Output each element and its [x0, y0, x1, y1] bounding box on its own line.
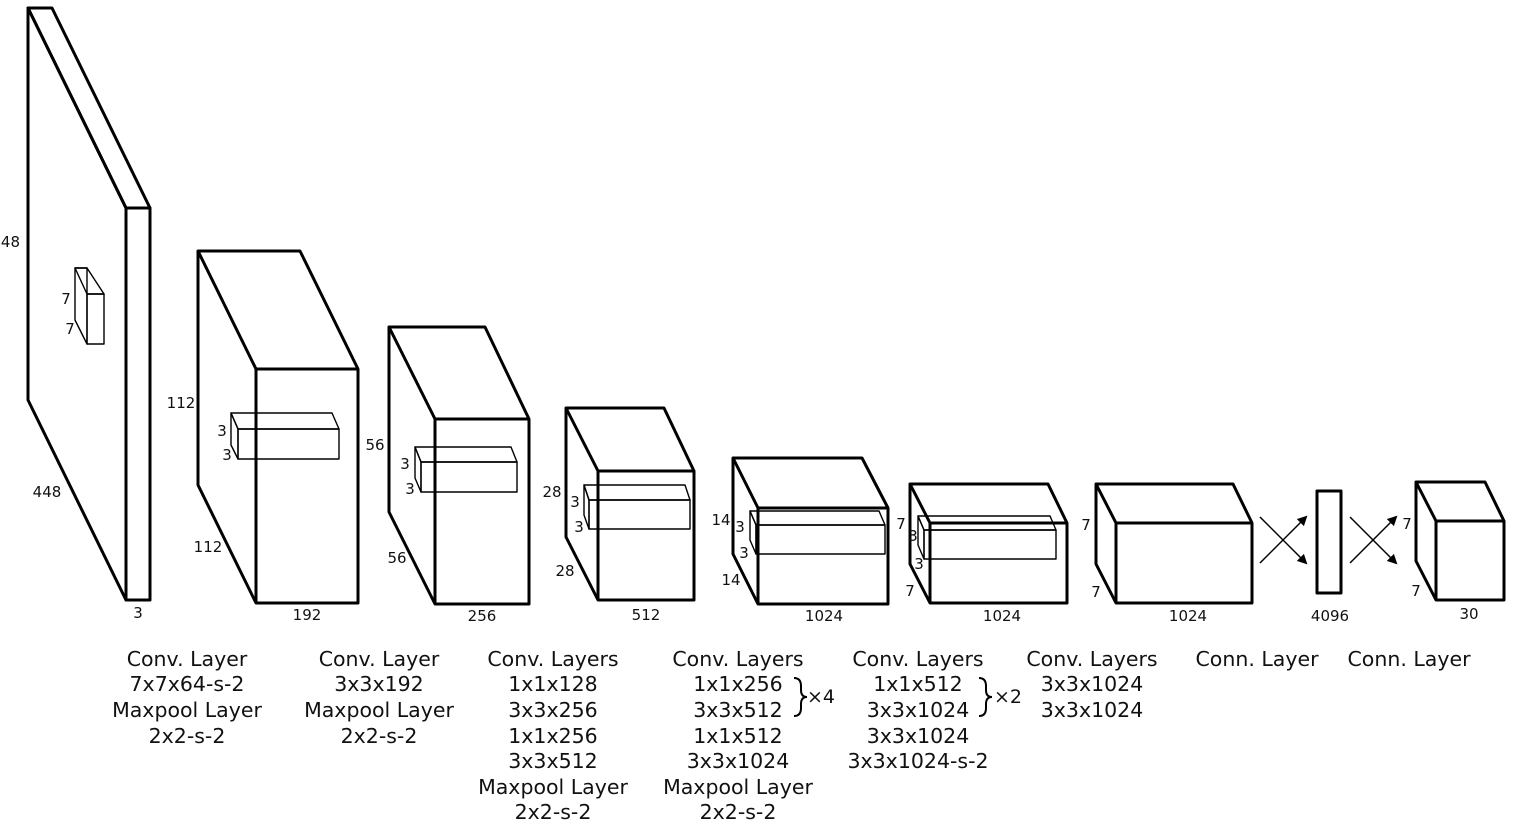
- stage-5-block: [731, 456, 890, 606]
- stage-8-caption: Conn. Layer: [1347, 647, 1471, 671]
- stage-7-block: [1094, 482, 1254, 605]
- stage-3-caption-line: 1x1x256: [508, 724, 597, 748]
- stage-7-caption: Conn. Layer: [1195, 647, 1319, 671]
- stage-1-height-label: 448: [0, 233, 20, 251]
- stage-4-caption-line: Conv. Layers: [672, 647, 803, 671]
- stage-3-depth-label: 256: [468, 607, 497, 625]
- stage-4-caption-line: 3x3x1024: [687, 749, 790, 773]
- stage-1-caption: Conv. Layer 7x7x64-s-2 Maxpool Layer 2x2…: [112, 647, 262, 748]
- stage-1-kernel-h-label: 7: [61, 290, 71, 308]
- stage-3-caption-line: 1x1x128: [508, 672, 597, 696]
- stage-3-height-label: 56: [365, 436, 384, 454]
- stage-2-width-label: 112: [194, 538, 223, 556]
- stage-2-caption-line: Conv. Layer: [319, 647, 440, 671]
- stage-1-input-block: [26, 6, 152, 602]
- stage-6-caption-line: 3x3x1024: [1041, 698, 1144, 722]
- stage-8-caption-line: Conn. Layer: [1347, 647, 1471, 671]
- stage-3-kernel-h-label: 3: [400, 455, 410, 473]
- stage-1-caption-line: Maxpool Layer: [112, 698, 262, 722]
- connection-arrows-2: [1349, 515, 1398, 565]
- stage-3-caption-line: Conv. Layers: [487, 647, 618, 671]
- stage-2-kernel-h-label: 3: [217, 422, 227, 440]
- stage-1-caption-line: Conv. Layer: [127, 647, 248, 671]
- stage-9-output-block: [1414, 480, 1506, 602]
- stage-4-caption-line: Maxpool Layer: [663, 775, 813, 799]
- stage-5-caption-line: 3x3x1024: [867, 698, 970, 722]
- stage-1-caption-line: 7x7x64-s-2: [130, 672, 245, 696]
- stage-1-width-label: 448: [33, 483, 62, 501]
- stage-4-depth-label: 512: [632, 606, 661, 624]
- repeat-brace: [978, 677, 993, 717]
- stage-2-caption-line: Maxpool Layer: [304, 698, 454, 722]
- stage-6-depth-label: 1024: [983, 607, 1021, 625]
- stage-6-width-label: 7: [905, 582, 915, 600]
- stage-4-kernel-h-label: 3: [570, 493, 580, 511]
- stage-3-caption-line: 3x3x256: [508, 698, 597, 722]
- stage-3-kernel-w-label: 3: [405, 480, 415, 498]
- stage-5-depth-label: 1024: [805, 607, 843, 625]
- repeat-multiplier: ×2: [994, 686, 1022, 708]
- stage-7-depth-label: 1024: [1169, 607, 1207, 625]
- stage-6-caption: Conv. Layers 3x3x1024 3x3x1024: [1026, 647, 1157, 722]
- stage-3-block: [387, 325, 531, 606]
- stage-2-kernel: [230, 412, 340, 460]
- stage-5-caption-line: 3x3x1024-s-2: [847, 749, 988, 773]
- stage-7-caption-line: Conn. Layer: [1195, 647, 1319, 671]
- stage-9-width-label: 7: [1411, 582, 1421, 600]
- stage-3-caption-line: 3x3x512: [508, 749, 597, 773]
- repeat-brace: [793, 677, 808, 717]
- stage-6-caption-line: Conv. Layers: [1026, 647, 1157, 671]
- stage-8-size-label: 4096: [1311, 607, 1349, 625]
- stage-7-width-label: 7: [1091, 583, 1101, 601]
- stage-4-width-label: 28: [555, 562, 574, 580]
- stage-2-caption: Conv. Layer 3x3x192 Maxpool Layer 2x2-s-…: [304, 647, 454, 748]
- stage-2-kernel-w-label: 3: [222, 446, 232, 464]
- stage-1-caption-line: 2x2-s-2: [149, 724, 226, 748]
- stage-5-kernel-w-label: 3: [739, 544, 749, 562]
- connection-arrows-1: [1259, 515, 1308, 565]
- stage-3-width-label: 56: [387, 549, 406, 567]
- repeat-multiplier: ×4: [807, 686, 835, 708]
- stage-4-caption: Conv. Layers 1x1x256 3x3x512 1x1x512 3x3…: [663, 647, 835, 824]
- stage-3-caption-line: Maxpool Layer: [478, 775, 628, 799]
- stage-5-width-label: 14: [721, 571, 740, 589]
- stage-7-height-label: 7: [1081, 516, 1091, 534]
- stage-4-kernel-w-label: 3: [574, 518, 584, 536]
- stage-4-caption-line: 1x1x256: [693, 672, 782, 696]
- stage-6-kernel: [917, 515, 1057, 560]
- stage-4-caption-line: 3x3x512: [693, 698, 782, 722]
- stage-3-caption-line: 2x2-s-2: [515, 800, 592, 824]
- stage-2-block: [196, 249, 360, 605]
- stage-2-height-label: 112: [167, 394, 196, 412]
- stage-9-height-label: 7: [1402, 515, 1412, 533]
- stage-5-kernel: [749, 510, 886, 555]
- stage-6-height-label: 7: [896, 515, 906, 533]
- stage-3-kernel: [414, 446, 518, 493]
- stage-6-caption-line: 3x3x1024: [1041, 672, 1144, 696]
- stage-1-kernel: [74, 267, 105, 345]
- stage-5-caption-line: 1x1x512: [873, 672, 962, 696]
- stage-1-kernel-w-label: 7: [65, 320, 75, 338]
- stage-6-block: [908, 482, 1069, 605]
- stage-2-caption-line: 2x2-s-2: [341, 724, 418, 748]
- stage-4-caption-line: 1x1x512: [693, 724, 782, 748]
- stage-5-kernel-h-label: 3: [735, 518, 745, 536]
- stage-4-kernel: [583, 484, 691, 530]
- stage-4-height-label: 28: [542, 483, 561, 501]
- stage-5-height-label: 14: [711, 511, 730, 529]
- stage-1-depth-label: 3: [133, 604, 143, 622]
- stage-2-depth-label: 192: [293, 606, 322, 624]
- stage-4-caption-line: 2x2-s-2: [700, 800, 777, 824]
- stage-2-caption-line: 3x3x192: [334, 672, 423, 696]
- stage-6-kernel-h-label: 3: [908, 527, 918, 545]
- stage-5-caption-line: Conv. Layers: [852, 647, 983, 671]
- stage-5-caption-line: 3x3x1024: [867, 724, 970, 748]
- stage-4-block: [564, 406, 696, 602]
- stage-3-caption: Conv. Layers 1x1x128 3x3x256 1x1x256 3x3…: [478, 647, 628, 824]
- stage-9-depth-label: 30: [1459, 605, 1478, 623]
- stage-6-kernel-w-label: 3: [914, 555, 924, 573]
- stage-8-vector: [1315, 489, 1343, 595]
- stage-5-caption: Conv. Layers 1x1x512 3x3x1024 3x3x1024 3…: [847, 647, 1022, 773]
